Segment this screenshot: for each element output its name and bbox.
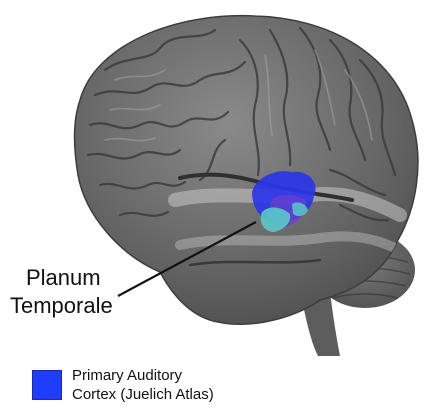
legend: Primary Auditory Cortex (Juelich Atlas) — [32, 366, 214, 404]
callout-label-line2: Temporale — [10, 294, 113, 318]
legend-label-line2: Cortex (Juelich Atlas) — [72, 385, 214, 404]
legend-label-line1: Primary Auditory — [72, 366, 214, 385]
legend-text: Primary Auditory Cortex (Juelich Atlas) — [72, 366, 214, 404]
cerebrum — [74, 16, 417, 325]
legend-swatch — [32, 370, 62, 400]
callout-label-line1: Planum — [26, 266, 101, 290]
